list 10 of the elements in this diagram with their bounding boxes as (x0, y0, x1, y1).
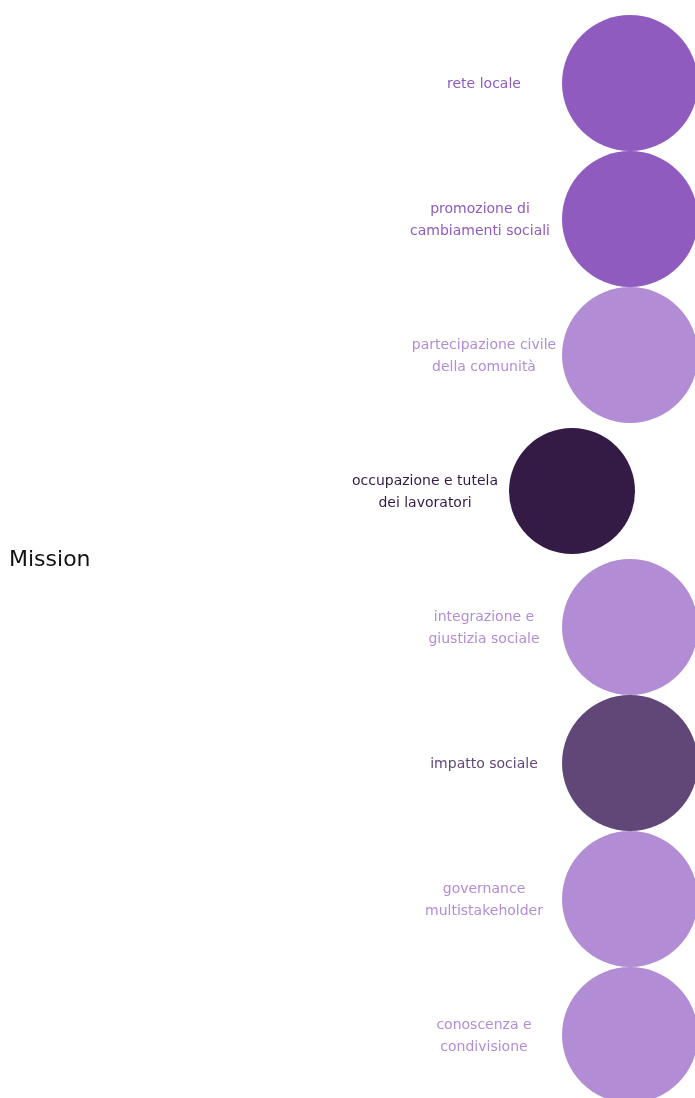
circle-label: impatto sociale (429, 754, 539, 773)
heading-label: Mission (9, 546, 91, 571)
circle-label: promozione di cambiamenti sociali (409, 199, 551, 240)
circle-label: rete locale (446, 74, 522, 93)
circle-label: occupazione e tutela dei lavoratori (350, 471, 499, 512)
circle-label: conoscenza e condivisione (435, 1015, 533, 1056)
circle-label: partecipazione civile della comunità (410, 335, 558, 376)
circle-label: integrazione e giustizia sociale (427, 607, 541, 648)
circle-label: governance multistakeholder (424, 879, 544, 920)
circle (509, 428, 635, 554)
